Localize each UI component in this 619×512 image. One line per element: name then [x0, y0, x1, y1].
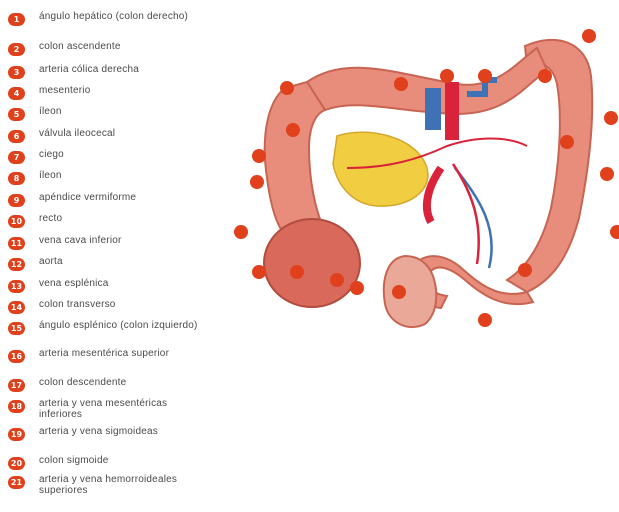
- legend-label: colon sigmoide: [39, 456, 211, 467]
- legend-label: mesenterio: [39, 86, 211, 97]
- legend-number-badge: 9: [8, 194, 25, 207]
- mesentery: [333, 132, 428, 206]
- legend-label: arteria y vena sigmoideas: [39, 427, 211, 438]
- legend-label: vena cava inferior: [39, 236, 211, 247]
- legend-number-badge: 21: [8, 476, 25, 489]
- legend-label: ciego: [39, 150, 211, 161]
- legend: 1 ángulo hepático (colon derecho) 2 colo…: [0, 0, 215, 512]
- legend-number-badge: 2: [8, 43, 25, 56]
- legend-label: aorta: [39, 257, 211, 268]
- legend-number-badge: 10: [8, 215, 25, 228]
- colon-anatomy-illustration: [227, 18, 619, 336]
- legend-label: arteria y vena mesentéricas inferiores: [39, 399, 211, 420]
- legend-label: válvula ileocecal: [39, 129, 211, 140]
- legend-number-badge: 3: [8, 66, 25, 79]
- legend-number-badge: 12: [8, 258, 25, 271]
- legend-number-badge: 19: [8, 428, 25, 441]
- legend-label: arteria y vena hemorroideales superiores: [39, 475, 211, 496]
- legend-label: apéndice vermiforme: [39, 193, 211, 204]
- legend-number-badge: 7: [8, 151, 25, 164]
- legend-number-badge: 5: [8, 108, 25, 121]
- legend-number-badge: 17: [8, 379, 25, 392]
- legend-label: íleon: [39, 171, 211, 182]
- legend-number-badge: 16: [8, 350, 25, 363]
- legend-number-badge: 14: [8, 301, 25, 314]
- legend-label: arteria mesentérica superior: [39, 349, 211, 360]
- legend-number-badge: 8: [8, 172, 25, 185]
- legend-label: colon transverso: [39, 300, 211, 311]
- legend-number-badge: 6: [8, 130, 25, 143]
- legend-label: ángulo esplénico (colon izquierdo): [39, 321, 211, 332]
- legend-number-badge: 11: [8, 237, 25, 250]
- legend-number-badge: 20: [8, 457, 25, 470]
- legend-label: recto: [39, 214, 211, 225]
- legend-label: íleon: [39, 107, 211, 118]
- legend-number-badge: 13: [8, 280, 25, 293]
- legend-number-badge: 18: [8, 400, 25, 413]
- legend-label: arteria cólica derecha: [39, 65, 211, 76]
- legend-number-badge: 15: [8, 322, 25, 335]
- legend-label: colon ascendente: [39, 42, 211, 53]
- legend-number-badge: 4: [8, 87, 25, 100]
- legend-number-badge: 1: [8, 13, 25, 26]
- legend-label: ángulo hepático (colon derecho): [39, 12, 211, 23]
- legend-label: colon descendente: [39, 378, 211, 389]
- legend-label: vena esplénica: [39, 279, 211, 290]
